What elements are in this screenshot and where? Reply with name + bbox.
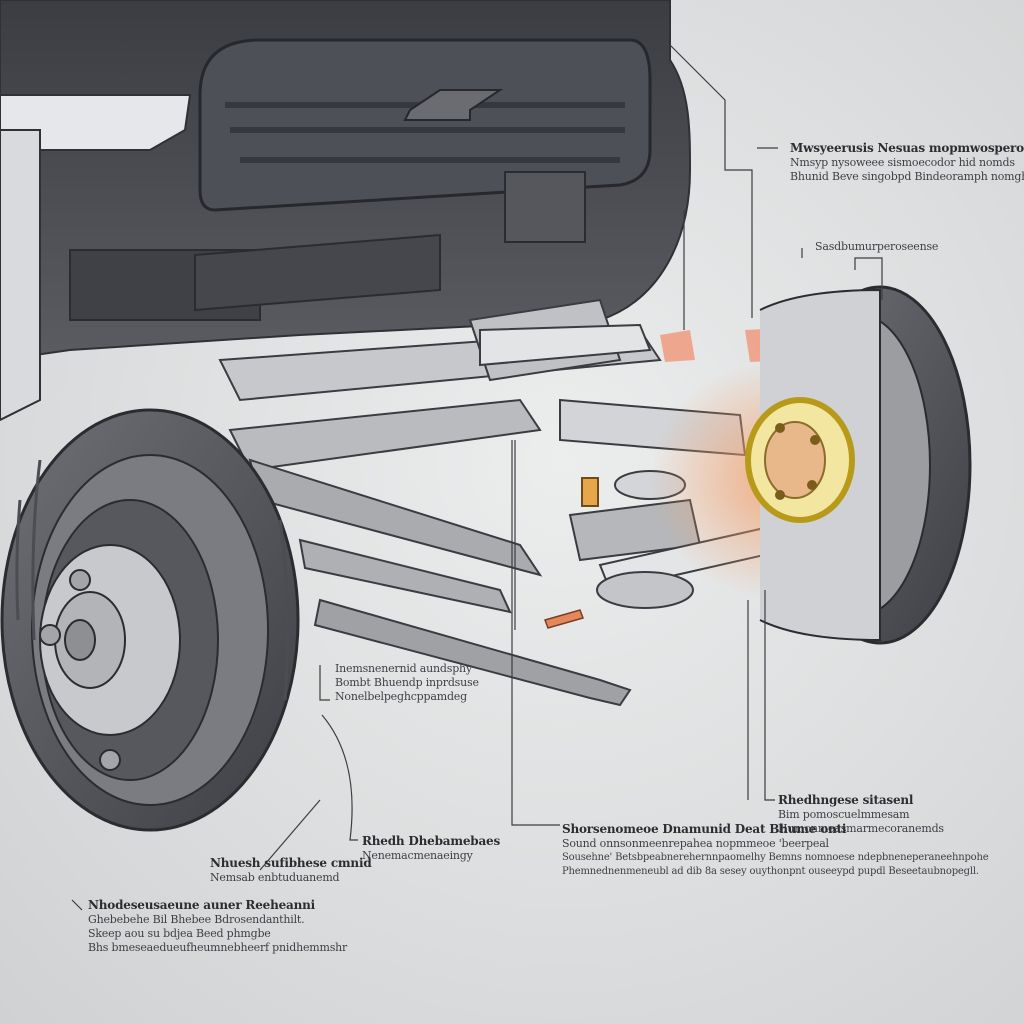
callout-title: Nhuesh sufibhese cmnid bbox=[210, 856, 372, 870]
leader-lines bbox=[71, 44, 883, 911]
callout-title: Mwsyeerusis Nesuas mopmwosperopaethe bbox=[790, 141, 1024, 155]
lower-control-arm bbox=[248, 458, 543, 577]
grease-fitting bbox=[581, 477, 599, 507]
fender-edge bbox=[0, 129, 41, 422]
callout-title: Nhodeseusaeune auner Reeheanni bbox=[88, 898, 316, 912]
lower-vent bbox=[194, 233, 441, 312]
callout-line: Sound onnsonmeenrepahea nopmmeoe 'beerpe… bbox=[562, 837, 829, 850]
callout-line: Inemsnenernid aundsphy bbox=[335, 662, 472, 675]
truck-body bbox=[0, 0, 692, 422]
callout-center-left: Inemsnenernid aundsphy Bombt Bhuendp inp… bbox=[335, 662, 479, 704]
stabilizer-bar bbox=[313, 598, 632, 707]
callout-line: Sousehne' Betsbpeabnerehernnpaomelhy Bem… bbox=[562, 852, 989, 863]
callout-line: Phemnednenmeneubl ad dib 8a sesey ouytho… bbox=[562, 866, 979, 877]
callout-title: Rhedh Dhebamebaes bbox=[362, 834, 501, 848]
callout-line: Sasdbumurperoseense bbox=[815, 240, 939, 253]
callout-line: Nenemacmenaeingy bbox=[362, 849, 473, 862]
chevrolet-logo-icon bbox=[403, 89, 504, 121]
callout-title: Shorsenomeoe Dnamunid Deat Bhume onti bbox=[562, 822, 847, 836]
callout-line: Nemsab enbtuduanemd bbox=[210, 871, 340, 884]
callout-right-lower: Rhedhngese sitasenl Bim pomoscuelmmesam … bbox=[778, 793, 944, 836]
left-wheel bbox=[0, 408, 300, 832]
headlight bbox=[0, 94, 192, 151]
tie-rod-left bbox=[298, 538, 512, 614]
callout-center-bottom: Shorsenomeoe Dnamunid Deat Bhume onti So… bbox=[562, 822, 989, 879]
callout-lower-left: Nhuesh sufibhese cmnid Nemsab enbtuduane… bbox=[210, 856, 372, 885]
callout-mid-lower: Rhedh Dhebamebaes Nenemacmenaeingy bbox=[362, 834, 500, 863]
callout-line: Humonmeasmarmecoranemds bbox=[778, 822, 944, 835]
callout-upper-right: Mwsyeerusis Nesuas mopmwosperopaethe Nms… bbox=[790, 141, 1024, 184]
callout-line: Bhunid Beve singobpd Bindeoramph nomgh. bbox=[790, 170, 1024, 183]
callout-line: Bim pomoscuelmmesam bbox=[778, 808, 910, 821]
right-wheel bbox=[745, 285, 972, 645]
upper-shock bbox=[479, 323, 652, 367]
callout-right-mid: Sasdbumurperoseense bbox=[815, 240, 938, 254]
license-plate-area bbox=[504, 171, 586, 243]
callout-line: Bombt Bhuendp inprdsuse bbox=[335, 676, 479, 689]
clip bbox=[544, 609, 584, 629]
callout-line: Bhs bmeseaedueufheumnebheerf pnidhemmshr bbox=[88, 941, 348, 954]
callout-line: Nmsyp nysoweee sismoecodor hid nomds bbox=[790, 156, 1015, 169]
callout-line: Nonelbelpeghcppamdeg bbox=[335, 690, 467, 703]
hub bbox=[764, 421, 826, 499]
callout-bottom-left: Nhodeseusaeune auner Reeheanni Ghebebehe… bbox=[88, 898, 347, 955]
grille bbox=[198, 38, 652, 212]
callout-line: Ghebebehe Bil Bhebee Bdrosendanthilt. bbox=[88, 913, 305, 926]
callout-title: Rhedhngese sitasenl bbox=[778, 793, 914, 807]
callout-line: Skeep aou su bdjea Beed phmgbe bbox=[88, 927, 271, 940]
